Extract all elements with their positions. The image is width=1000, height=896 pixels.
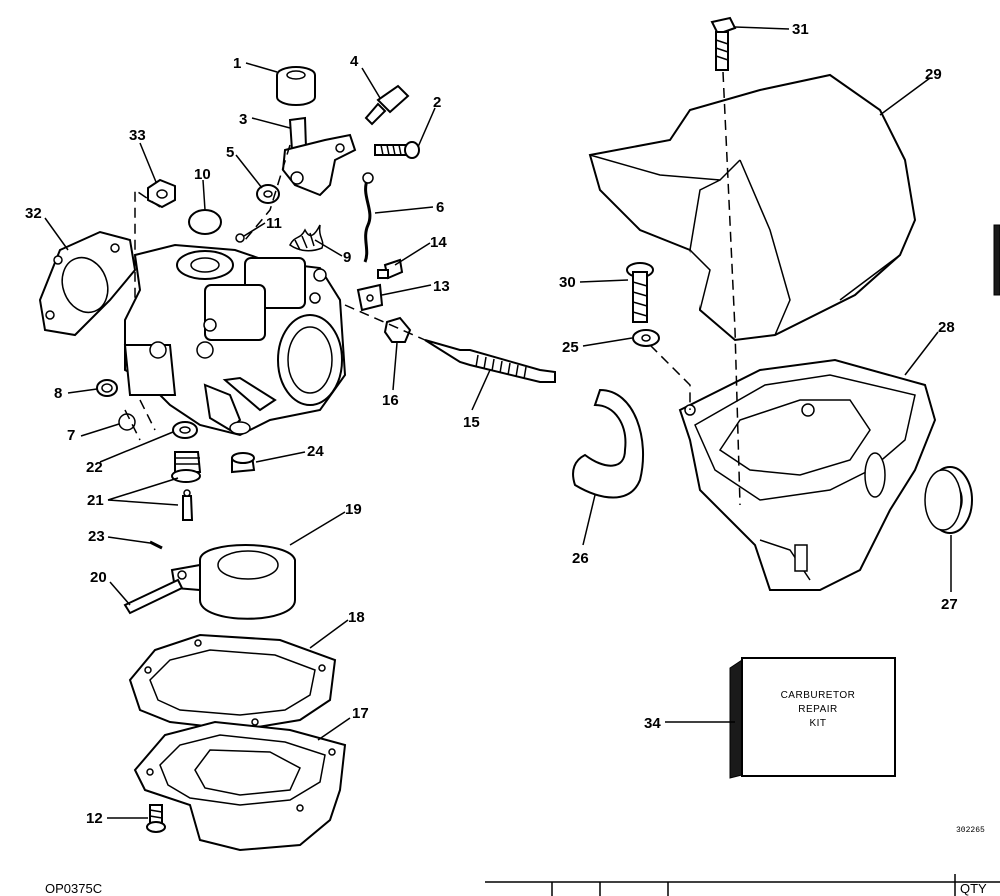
callout-24: 24	[307, 443, 324, 460]
part-6-link	[362, 172, 374, 263]
callout-5: 5	[226, 144, 234, 161]
leader-lines	[44, 26, 952, 819]
callout-7: 7	[67, 427, 75, 444]
footer-code: OP0375C	[45, 881, 102, 896]
kit-label-line2: REPAIR	[798, 704, 838, 715]
kit-label-line1: CARBURETOR	[781, 690, 856, 701]
part-17-float-bowl	[133, 720, 347, 852]
callout-25: 25	[562, 339, 579, 356]
callout-20: 20	[90, 569, 107, 586]
washer-25	[632, 329, 660, 347]
part-16-sleeve	[383, 316, 412, 343]
part-24-plug	[231, 452, 256, 474]
part-15-needle	[424, 339, 556, 383]
silencer-base	[678, 358, 937, 591]
cover-screw	[710, 16, 737, 71]
image-code: 302265	[956, 826, 985, 835]
grommet	[924, 466, 973, 534]
callout-4: 4	[350, 53, 359, 70]
callout-2: 2	[433, 94, 441, 111]
callout-28: 28	[938, 319, 955, 336]
callout-8: 8	[54, 385, 62, 402]
callout-13: 13	[433, 278, 450, 295]
part-2-screw	[374, 141, 420, 159]
flange-gasket	[38, 230, 137, 337]
part-19-float	[170, 544, 296, 620]
part-10-plug	[188, 209, 222, 235]
callout-23: 23	[88, 528, 105, 545]
callout-32: 32	[25, 205, 42, 222]
callout-29: 29	[925, 66, 942, 83]
callout-numbers: 1 2 3 4 5 6 7 8 9 10 11 12 13 14 15 16 1…	[25, 21, 958, 827]
callout-34: 34	[644, 715, 661, 732]
callout-9: 9	[343, 249, 351, 266]
part-18-bowl-gasket	[128, 633, 337, 732]
part-13-bracket	[356, 283, 384, 312]
callout-6: 6	[436, 199, 444, 216]
kit-label-line3: KIT	[809, 718, 826, 729]
part-23-clip	[149, 540, 163, 550]
page-edge-tab	[993, 224, 1000, 296]
part-21-needle-seat	[171, 451, 202, 521]
callout-26: 26	[572, 550, 589, 567]
part-9-spring	[289, 224, 324, 252]
parts-table-header: QTY	[485, 874, 1000, 896]
silencer-cover	[588, 73, 917, 342]
part-4-pin	[364, 84, 410, 126]
part-8-oring	[96, 379, 118, 397]
callout-12: 12	[86, 810, 103, 827]
callout-33: 33	[129, 127, 146, 144]
callout-31: 31	[792, 21, 809, 38]
callout-22: 22	[86, 459, 103, 476]
part-22-washer	[172, 421, 198, 439]
callout-17: 17	[352, 705, 369, 722]
callout-3: 3	[239, 111, 247, 128]
part-20-pin	[123, 578, 184, 615]
part-7-ball	[118, 413, 136, 431]
callout-19: 19	[345, 501, 362, 518]
callout-16: 16	[382, 392, 399, 409]
callout-14: 14	[430, 234, 447, 251]
part-12-screw	[146, 804, 166, 833]
part-3-throttle-lever	[281, 116, 357, 197]
callout-21: 21	[87, 492, 104, 509]
repair-kit-box: CARBURETOR REPAIR KIT	[729, 657, 896, 779]
silencer-screw	[626, 262, 654, 323]
part-14-screw	[377, 258, 404, 280]
callout-27: 27	[941, 596, 958, 613]
callout-18: 18	[348, 609, 365, 626]
callout-30: 30	[559, 274, 576, 291]
carburetor-body	[123, 243, 347, 437]
part-1-cap	[276, 66, 316, 106]
horseshoe-seal	[572, 388, 644, 499]
callout-1: 1	[233, 55, 241, 72]
part-33-nut	[147, 178, 176, 209]
callout-11: 11	[266, 215, 282, 232]
table-header-qty: QTY	[960, 881, 987, 896]
part-11-ball	[235, 233, 245, 243]
callout-10: 10	[194, 166, 211, 183]
callout-15: 15	[463, 414, 480, 431]
